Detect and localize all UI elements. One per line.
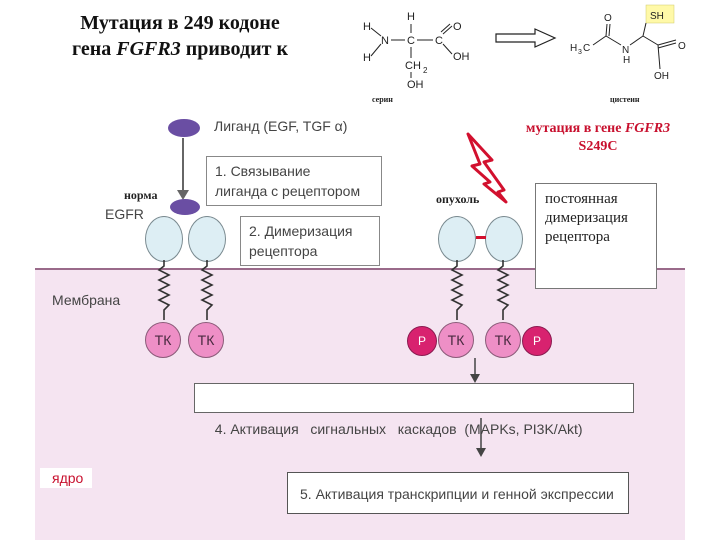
constant-line-2: димеризация <box>545 210 628 226</box>
serine-caption: серин <box>372 95 393 104</box>
step-1-box: 1. Связывание лиганда с рецептором <box>206 156 382 206</box>
serine-bond-1 <box>370 27 382 37</box>
step-2-line-1: 2. Димеризация <box>249 223 353 239</box>
title-line-2-prefix: гена <box>72 38 117 60</box>
cysteine-caption: цистеин <box>610 95 640 104</box>
cysteine-bond-6 <box>642 35 659 46</box>
egfr-label: EGFR <box>105 206 144 222</box>
serine-atom-ch2: CH <box>405 60 421 72</box>
cysteine-atom-h3c: H <box>570 43 577 54</box>
normal-transmembrane-domains <box>157 260 214 320</box>
ligand-label: Лиганд (EGF, TGF α) <box>214 118 348 134</box>
serine-atom-oh-side: OH <box>407 79 424 91</box>
mutation-label: мутация в гене FGFR3 S249C <box>510 120 686 156</box>
cysteine-atom-o: O <box>604 13 612 24</box>
serine-atom-h-alpha: H <box>407 11 415 23</box>
cysteine-bond-2a <box>605 23 608 37</box>
conversion-arrow-icon <box>495 28 557 48</box>
slide-title: Мутация в 249 кодоне гена FGFR3 приводит… <box>30 10 330 62</box>
mutant-receptor-left <box>438 216 476 262</box>
serine-atom-h-bottom: H <box>363 52 371 64</box>
serine-bond-6b <box>440 23 451 33</box>
activation-arrow-icon <box>470 358 480 383</box>
cysteine-atom-h3c-index: 3 <box>578 49 582 56</box>
cysteine-atom-oh: OH <box>654 71 669 82</box>
cysteine-atom-h3c-c: C <box>583 43 590 54</box>
serine-atom-c-alpha: C <box>407 35 415 47</box>
serine-atom-h-top: H <box>363 21 371 33</box>
serine-bond-6a <box>442 25 453 35</box>
cysteine-atom-o-right: O <box>678 41 686 52</box>
constant-dimerization-box: постоянная димеризация рецептора <box>535 183 657 289</box>
lightning-icon <box>466 132 508 204</box>
serine-atom-ch2-index: 2 <box>423 66 428 75</box>
constant-line-3: рецептора <box>545 229 610 245</box>
tumor-label: опухоль <box>436 192 480 206</box>
cysteine-sh-label: SH <box>650 11 664 22</box>
step-4-text: 4. Активация сигнальных каскадов (MAPKs,… <box>214 421 583 437</box>
binding-arrow-icon <box>177 138 189 200</box>
step-1-line-1: 1. Связывание <box>215 163 311 179</box>
title-line-2-suffix: приводит к <box>180 38 288 60</box>
phospho-left: P <box>407 326 437 356</box>
serine-structure: H N H H C C O OH CH 2 OH <box>363 11 470 91</box>
serine-atom-o-double: O <box>453 21 462 33</box>
step-5-box: 5. Активация транскрипции и генной экспр… <box>287 472 629 514</box>
cysteine-sh-highlight <box>645 4 675 24</box>
step-4-box: 4. Активация сигнальных каскадов (MAPKs,… <box>194 383 634 437</box>
mutation-gene: FGFR3 <box>624 121 671 136</box>
transcription-arrow-icon <box>476 418 486 457</box>
mutation-line-1: мутация в гене FGFR3 <box>510 120 686 138</box>
title-gene-name: FGFR3 <box>116 38 181 60</box>
mutant-receptor-right <box>485 216 523 262</box>
step-1-line-2: лиганда с рецептором <box>215 183 361 199</box>
mutant-coil-right <box>496 260 510 320</box>
cysteine-bond-1 <box>592 35 607 46</box>
serine-bond-2 <box>370 43 382 57</box>
disulfide-bond-mark <box>476 236 486 239</box>
mutation-prefix: мутация в гене <box>525 121 625 136</box>
constant-line-1: постоянная <box>545 191 618 207</box>
title-line-2: гена FGFR3 приводит к <box>30 36 330 62</box>
mutant-tk-left: ТК <box>438 322 474 358</box>
step-2-box: 2. Димеризация рецептора <box>240 216 380 266</box>
phospho-right: P <box>522 326 552 356</box>
cysteine-bond-8 <box>657 44 661 70</box>
cysteine-bond-4 <box>629 35 644 46</box>
normal-coil-right <box>200 260 214 320</box>
normal-coil-left <box>157 260 171 320</box>
cysteine-bond-5 <box>642 22 647 37</box>
serine-bond-7 <box>442 43 453 55</box>
normal-receptor-left <box>145 216 183 262</box>
cysteine-bond-3 <box>605 35 622 46</box>
serine-atom-c-carboxyl: C <box>435 35 443 47</box>
mutant-coil-left <box>450 260 464 320</box>
cysteine-structure: O H 3 C N H O OH SH <box>570 4 686 82</box>
mutation-line-2: S249C <box>578 139 618 154</box>
normal-receptor-right <box>188 216 226 262</box>
normal-tk-right: ТК <box>188 322 224 358</box>
mutant-tk-right: ТК <box>485 322 521 358</box>
title-line-1: Мутация в 249 кодоне <box>80 12 280 34</box>
mutant-transmembrane-domains <box>450 260 510 320</box>
step-5-text: 5. Активация транскрипции и генной экспр… <box>300 486 614 502</box>
cysteine-atom-n: N <box>622 45 629 56</box>
serine-atom-oh: OH <box>453 51 470 63</box>
cysteine-bond-7b <box>657 42 677 49</box>
ligand-icon <box>168 119 200 137</box>
normal-tk-left: ТК <box>145 322 181 358</box>
nucleus-label: ядро <box>40 468 92 488</box>
serine-atom-n: N <box>381 35 389 47</box>
cysteine-bond-7a <box>657 39 677 46</box>
bound-ligand-icon <box>170 199 200 215</box>
cysteine-atom-nh: H <box>623 55 630 66</box>
membrane-label: Мембрана <box>52 292 121 308</box>
norm-label: норма <box>124 188 158 202</box>
cysteine-bond-2b <box>608 23 611 37</box>
step-2-line-2: рецептора <box>249 243 318 259</box>
